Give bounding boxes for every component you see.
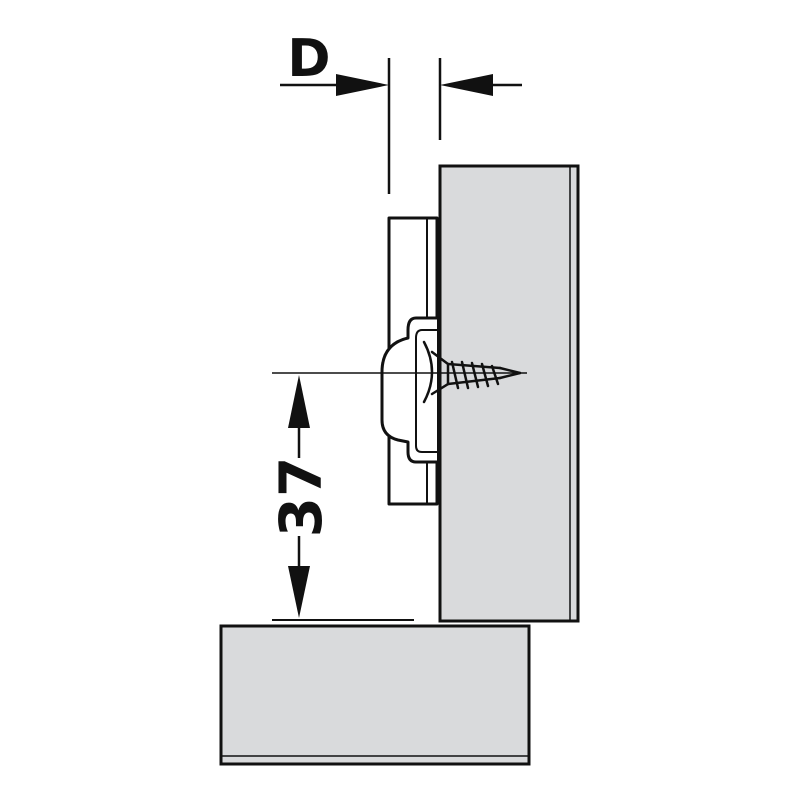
dimension-37-label: 37	[267, 457, 335, 538]
wood-screw	[422, 340, 522, 404]
dimension-37-arrows	[288, 375, 310, 618]
side-panel	[438, 164, 580, 623]
dimension-d-arrows	[280, 74, 522, 96]
door-panel	[219, 624, 531, 766]
dimension-d-label: D	[287, 29, 330, 89]
mounting-plate	[380, 216, 439, 506]
